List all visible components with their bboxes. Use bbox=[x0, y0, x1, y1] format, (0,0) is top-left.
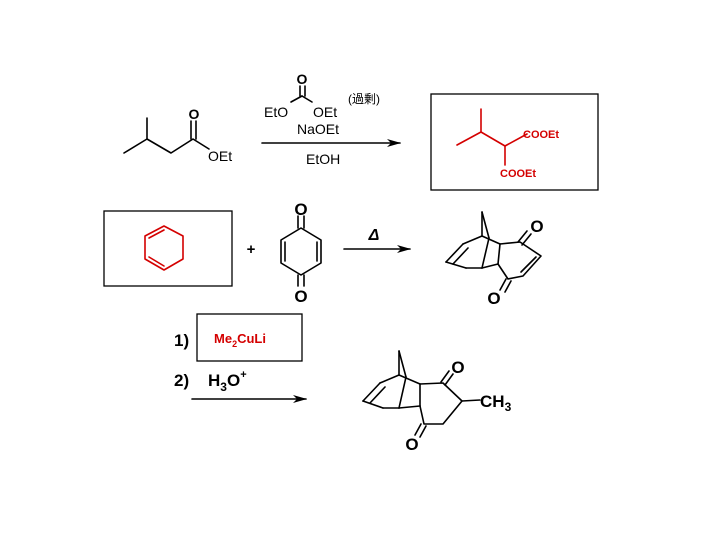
final-product-methyl-diketone: O O CH3 bbox=[362, 350, 512, 454]
diene-box bbox=[103, 210, 233, 287]
reagent-carbonyl-oxygen: O bbox=[297, 71, 308, 87]
step-2-label: 2) bbox=[174, 371, 189, 390]
product-ester-group-2: COOEt bbox=[500, 168, 536, 180]
plus-sign: + bbox=[247, 241, 256, 258]
methyl-group: CH3 bbox=[480, 392, 512, 414]
product-box-1 bbox=[430, 93, 599, 191]
acid-workup: H3O+ bbox=[208, 369, 247, 394]
base-label: NaOEt bbox=[297, 121, 339, 137]
substrate-ester-label: OEt bbox=[208, 148, 232, 164]
substrate-carbonyl-oxygen: O bbox=[189, 106, 200, 122]
cyclohexadiene bbox=[144, 225, 184, 271]
heat-symbol: Δ bbox=[368, 227, 380, 244]
reagent-excess-note: (過剰) bbox=[348, 92, 380, 106]
reagent-box-cuprate bbox=[196, 313, 303, 362]
product-ester-group-1: COOEt bbox=[523, 129, 559, 141]
diels-alder-adduct: O O bbox=[445, 211, 544, 308]
adduct-oxygen-2: O bbox=[487, 289, 500, 308]
cuprate-reagent: Me2CuLi bbox=[214, 331, 266, 349]
benzoquinone: O O bbox=[280, 200, 322, 306]
step-1-label: 1) bbox=[174, 331, 189, 350]
substrate-ethyl-isovalerate: O OEt bbox=[123, 106, 232, 164]
product-diethyl-isobutylmalonate: COOEt COOEt bbox=[456, 108, 559, 180]
product-oxygen-2: O bbox=[405, 435, 418, 454]
quinone-bottom-oxygen: O bbox=[294, 287, 307, 306]
product-oxygen-1: O bbox=[451, 358, 464, 377]
adduct-oxygen-1: O bbox=[530, 217, 543, 236]
reagent-ethoxy-left: EtO bbox=[264, 104, 288, 120]
quinone-top-oxygen: O bbox=[294, 200, 307, 219]
reagent-ethoxy-right: OEt bbox=[313, 104, 337, 120]
solvent-label: EtOH bbox=[306, 151, 340, 167]
reagent-diethyl-carbonate: O EtO OEt (過剰) bbox=[264, 71, 380, 120]
